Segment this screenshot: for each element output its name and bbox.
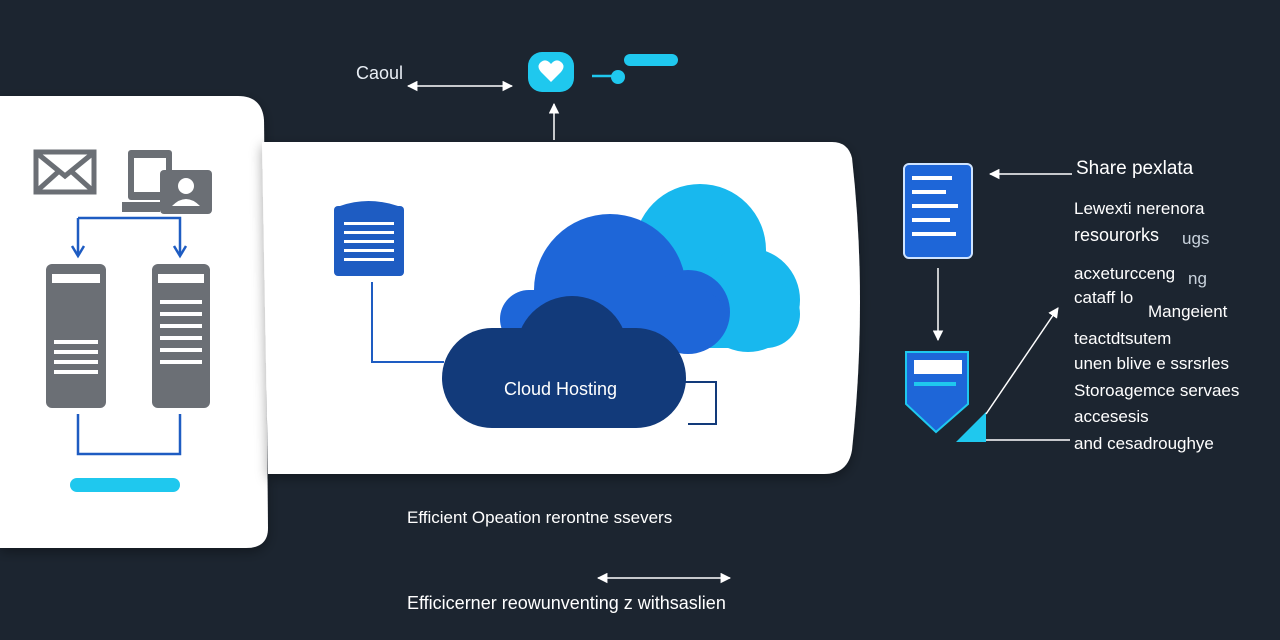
server-tower-icon xyxy=(46,264,106,408)
connector-line xyxy=(76,414,182,456)
right-line: Lewexti nerenora xyxy=(1074,199,1205,218)
right-line: Mangeient xyxy=(1148,302,1228,321)
connector-arrow xyxy=(985,307,1059,415)
heart-chat-icon xyxy=(528,52,574,92)
right-line: resourorks xyxy=(1074,225,1160,245)
server-tower-icon xyxy=(152,264,210,408)
right-line: ng xyxy=(1188,269,1207,288)
connector-line xyxy=(78,216,182,254)
user-account-icon xyxy=(160,170,212,214)
connector-line xyxy=(172,245,188,259)
connector-line xyxy=(371,282,444,363)
right-line: teactdtsutem xyxy=(1074,329,1172,348)
status-bar xyxy=(70,478,180,492)
node-dot xyxy=(611,70,625,84)
cloud-dark xyxy=(442,296,686,428)
connector-line xyxy=(70,245,86,259)
right-line: accesesis xyxy=(1074,407,1149,426)
document-icon xyxy=(903,163,973,259)
cloud-label: Cloud Hosting xyxy=(504,379,618,399)
right-heading: Share pexlata xyxy=(1076,158,1194,179)
connector-line xyxy=(678,381,717,425)
right-line: unen blive e ssrsrles xyxy=(1074,354,1229,373)
right-line: cataff lo xyxy=(1074,288,1134,307)
document-icon xyxy=(334,201,404,276)
status-pill xyxy=(624,54,678,66)
right-line: ugs xyxy=(1182,229,1210,248)
right-line: and cesadroughye xyxy=(1074,434,1214,453)
right-line: Storoagemce servaes xyxy=(1074,381,1240,400)
envelope-icon xyxy=(33,149,97,195)
bookmark-icon xyxy=(905,351,986,442)
right-line: acxeturcceng xyxy=(1074,264,1176,283)
bottom-caption: Efficient Opeation rerontne ssevers xyxy=(407,508,673,527)
footer-caption: Efficicerner reowunventing z withsaslien xyxy=(407,593,726,613)
top-label: Caoul xyxy=(356,63,404,83)
